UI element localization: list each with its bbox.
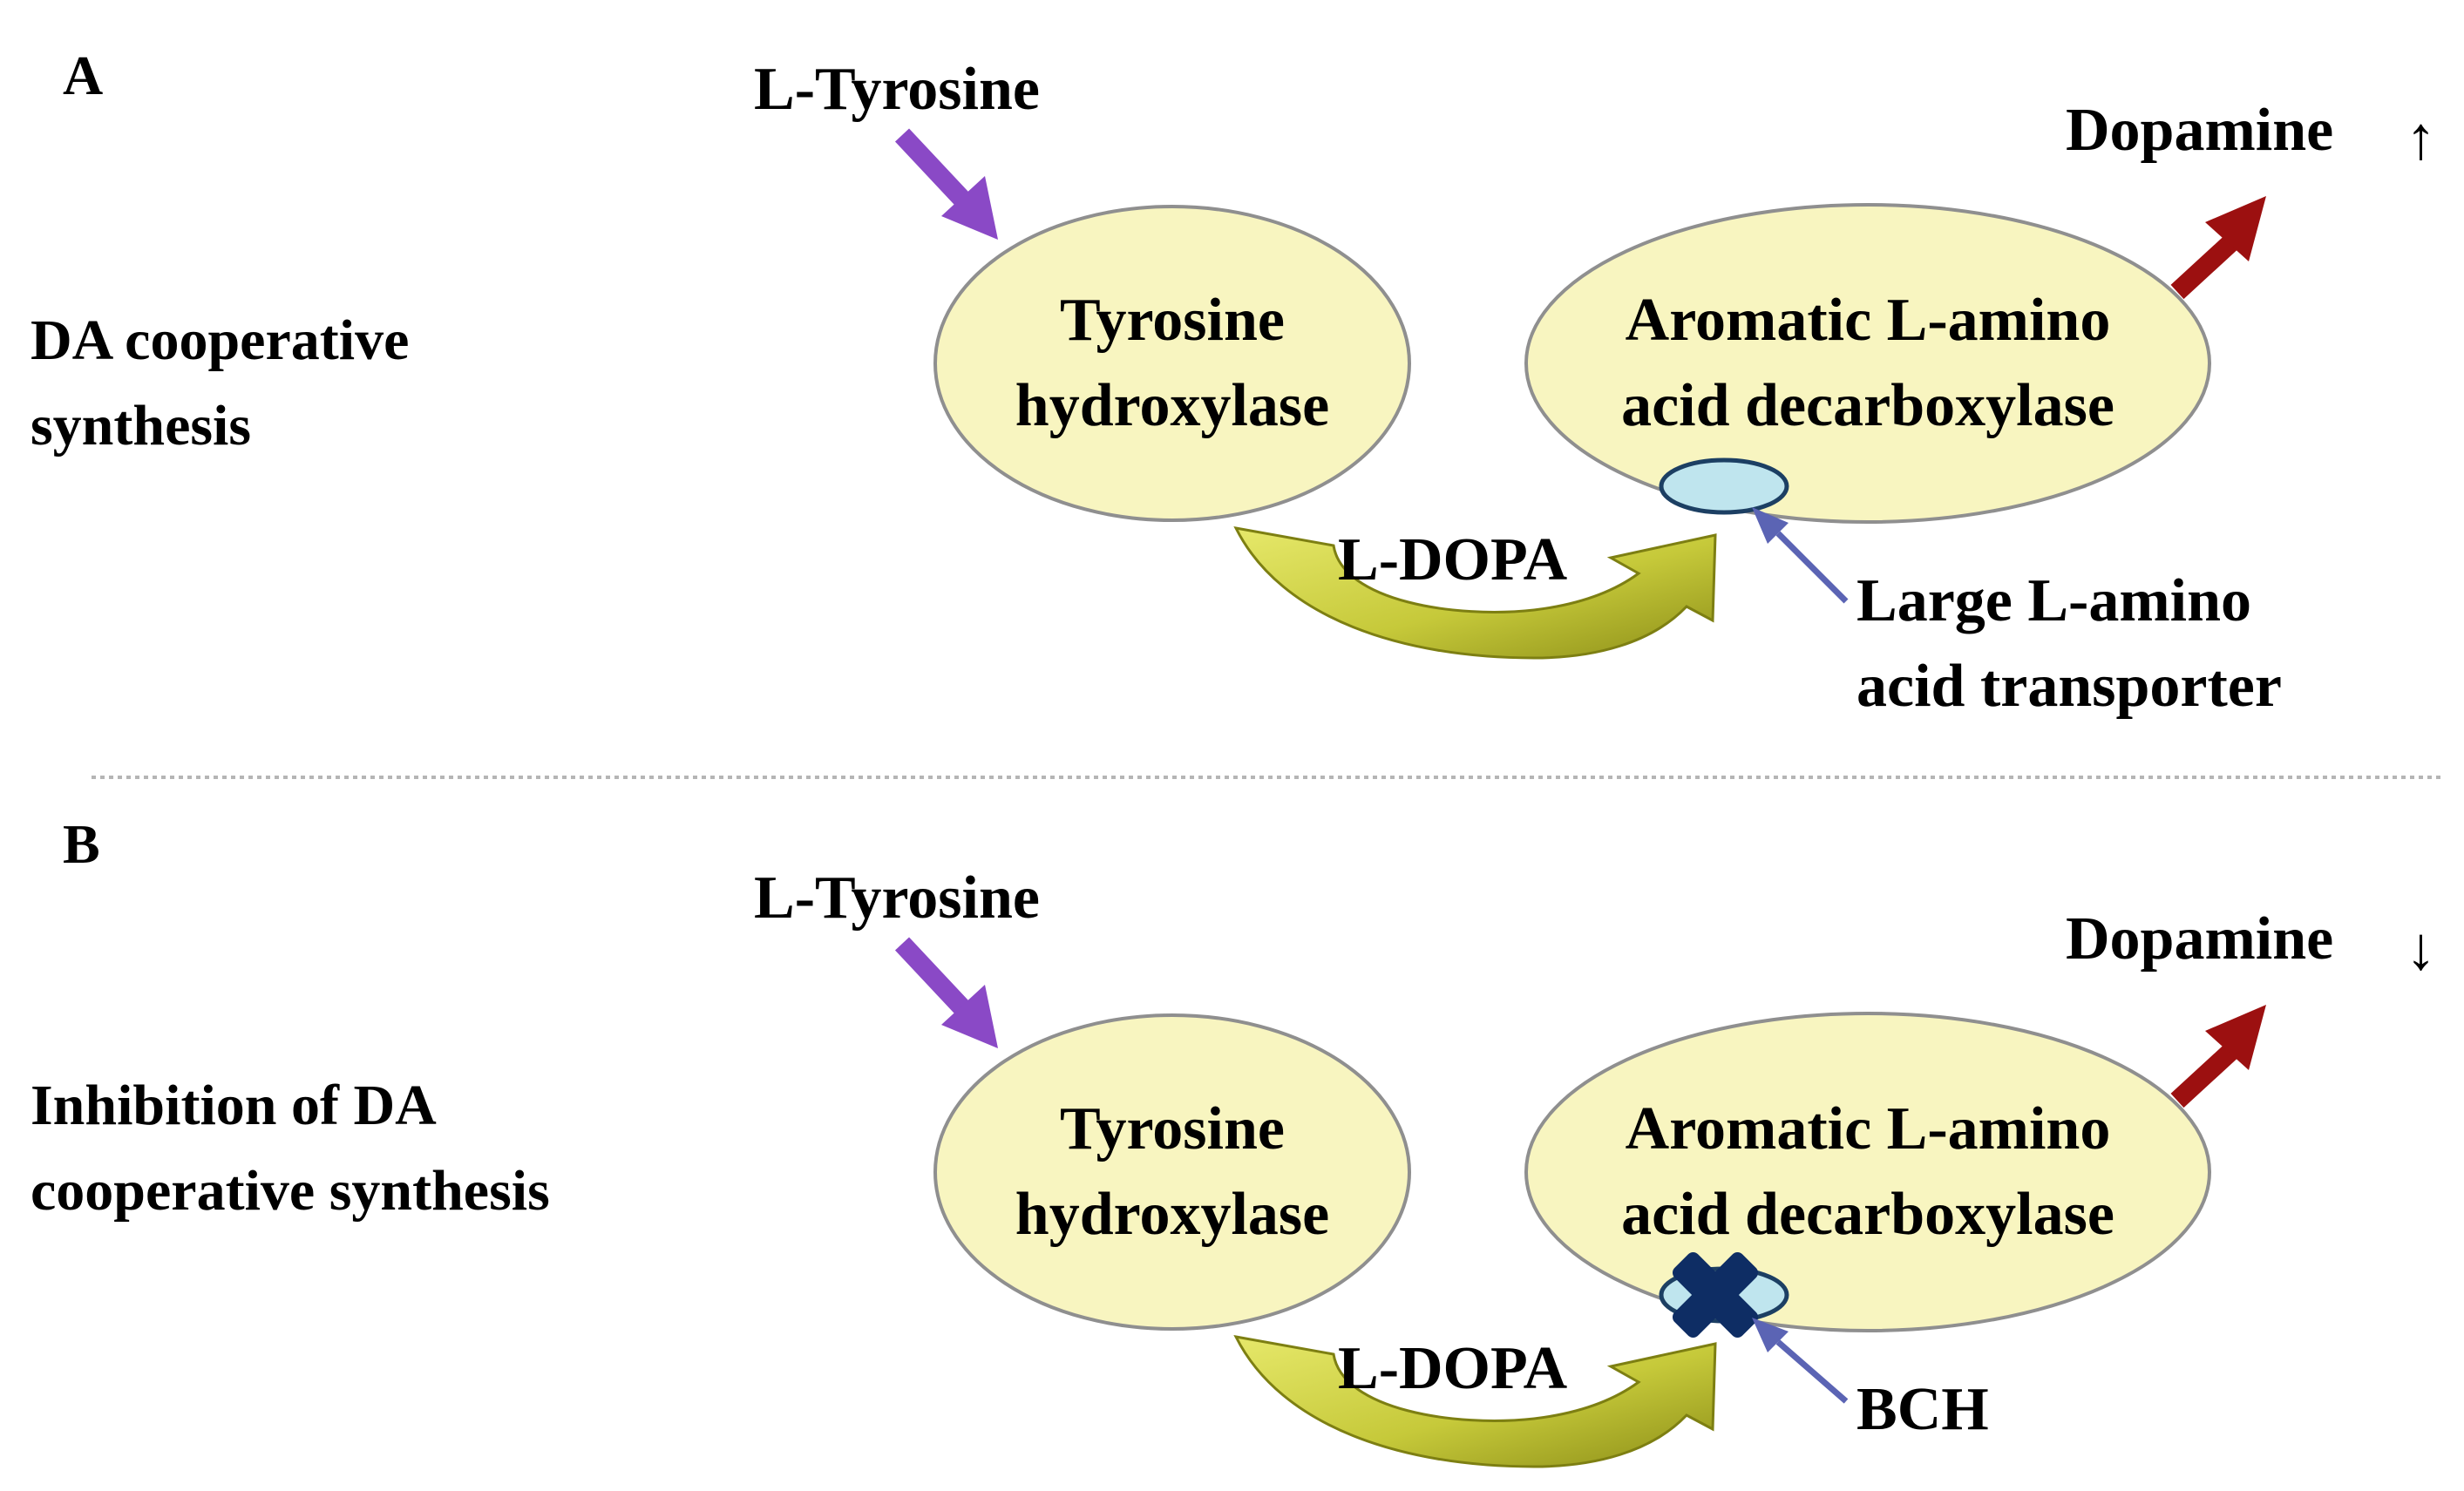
panel-a: A DA cooperative synthesis L-Tyrosine Ty…	[31, 44, 2436, 720]
panel-b-product-label: Dopamine	[2066, 905, 2333, 973]
panel-b-side-label-line-1: Inhibition of DA	[31, 1074, 437, 1137]
panel-a-dopamine-increase-arrow: ↑	[2406, 105, 2436, 173]
panel-a-enzyme2-line-1: Aromatic L-amino	[1626, 287, 2111, 354]
panel-b-pointer-label: BCH	[1856, 1376, 1989, 1443]
panel-b-side-label-line-2: cooperative synthesis	[31, 1159, 550, 1223]
panel-b-dopamine-decrease-arrow: ↓	[2406, 916, 2436, 983]
panel-b-pointer-arrow	[1752, 1318, 1849, 1404]
panel-b-aadc: Aromatic L-amino acid decarboxylase	[1524, 1012, 2211, 1332]
panel-a-enzyme1-line-2: hydroxylase	[1015, 372, 1329, 439]
panel-b: B Inhibition of DA cooperative synthesis…	[31, 813, 2436, 1468]
panel-a-dopamine-arrow	[2170, 196, 2266, 300]
panel-a-side-label-line-2: synthesis	[31, 394, 251, 457]
panel-a-pointer-label-line-1: Large L-amino	[1856, 567, 2251, 634]
panel-b-blocker-icon	[1672, 1251, 1759, 1339]
panel-b-substrate-label: L-Tyrosine	[754, 864, 1040, 932]
panel-b-enzyme2-line-2: acid decarboxylase	[1621, 1181, 2114, 1248]
panel-a-tyrosine-hydroxylase: Tyrosine hydroxylase	[933, 205, 1411, 522]
panel-a-enzyme2-line-2: acid decarboxylase	[1621, 372, 2114, 439]
panel-a-ldopa-arrow	[1233, 525, 1717, 660]
panel-b-ldopa-label: L-DOPA	[1338, 1335, 1568, 1402]
panel-a-side-label-line-1: DA cooperative	[31, 308, 409, 372]
panel-a-ldopa-label: L-DOPA	[1338, 526, 1568, 593]
panel-letter-a: A	[63, 44, 103, 106]
panel-b-enzyme1-line-2: hydroxylase	[1015, 1181, 1329, 1248]
panel-b-enzyme2-line-1: Aromatic L-amino	[1626, 1095, 2111, 1162]
panel-a-tyrosine-arrow	[894, 128, 998, 240]
panel-letter-b: B	[63, 813, 100, 875]
panel-b-tyrosine-arrow	[894, 937, 998, 1048]
panel-a-enzyme1-line-1: Tyrosine	[1060, 287, 1285, 354]
panel-b-ldopa-arrow	[1233, 1334, 1717, 1468]
panel-b-tyrosine-hydroxylase: Tyrosine hydroxylase	[933, 1013, 1411, 1331]
panel-a-pointer-label-line-2: acid transporter	[1856, 653, 2282, 720]
panel-a-substrate-label: L-Tyrosine	[754, 56, 1040, 123]
panel-a-pointer-arrow	[1752, 507, 1849, 604]
panel-a-product-label: Dopamine	[2066, 97, 2333, 164]
panel-b-enzyme1-line-1: Tyrosine	[1060, 1095, 1285, 1162]
panel-b-dopamine-arrow	[2170, 1005, 2266, 1108]
panel-a-aadc: Aromatic L-amino acid decarboxylase	[1524, 203, 2211, 524]
panel-a-transporter-icon	[1659, 457, 1789, 515]
